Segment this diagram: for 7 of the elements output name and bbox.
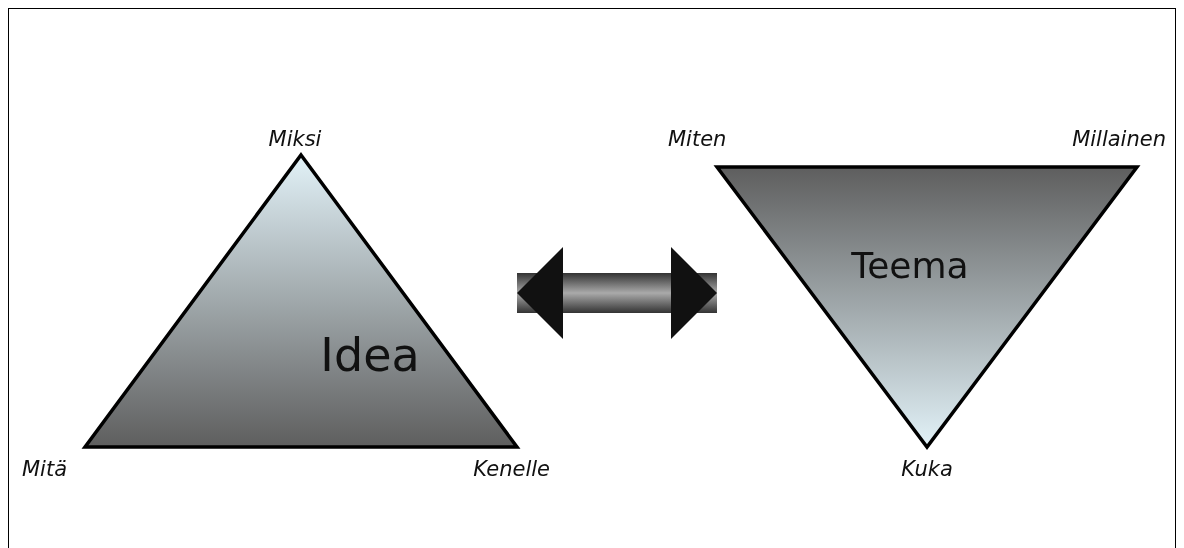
vertex-label: Mitä xyxy=(22,457,68,481)
double-arrow xyxy=(517,247,717,339)
vertex-label: Miten xyxy=(668,127,727,151)
vertex-label: Kuka xyxy=(901,457,953,481)
vertex-label: Miksi xyxy=(268,127,322,151)
vertex-label: Millainen xyxy=(1072,127,1166,151)
vertex-label: Kenelle xyxy=(473,457,550,481)
